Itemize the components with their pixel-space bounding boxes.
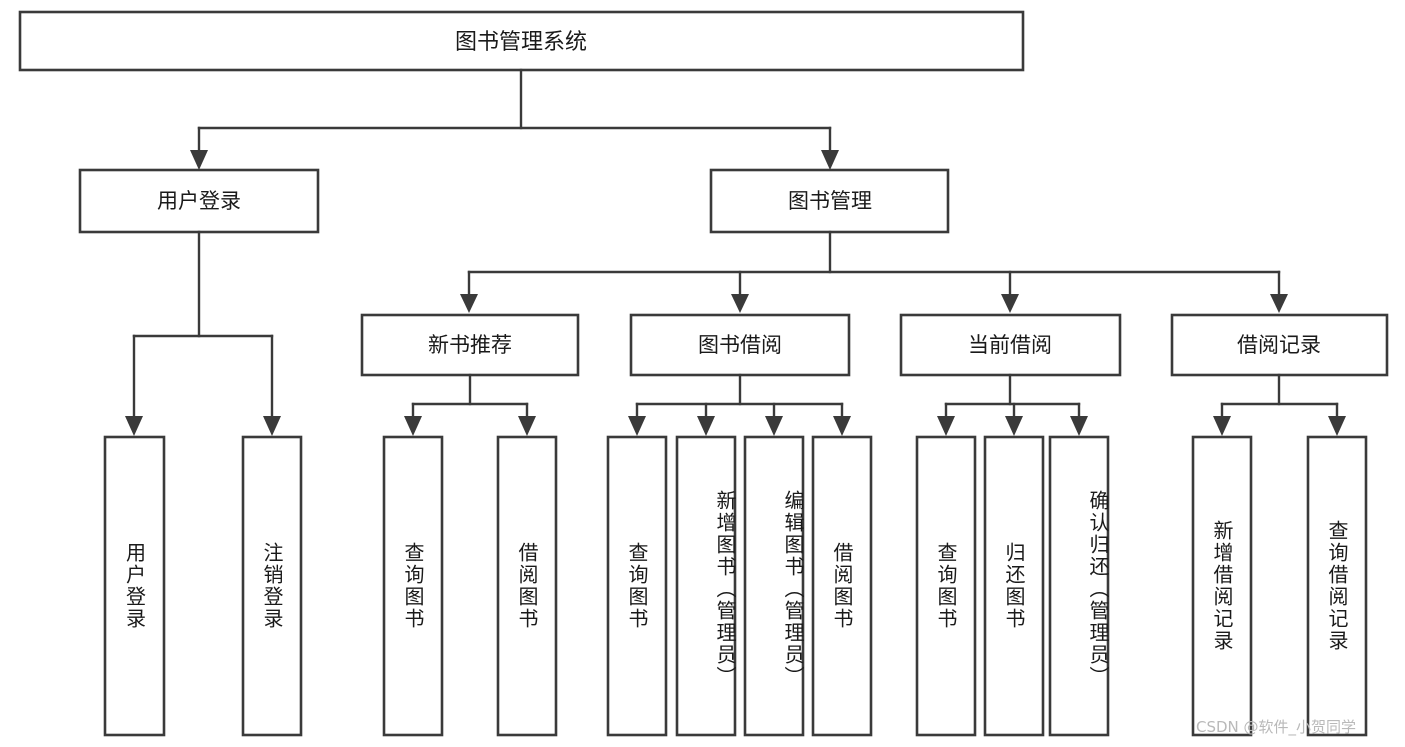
- node-user-login[interactable]: 用户登录: [78, 168, 320, 234]
- connector-user-login-to-leaves: [125, 230, 281, 436]
- node-borrow-record-label: 借阅记录: [1237, 333, 1321, 357]
- node-root-system[interactable]: 图书管理系统: [18, 10, 1025, 72]
- node-book-manage-label: 图书管理: [788, 189, 872, 213]
- node-book-borrow[interactable]: 图书借阅: [629, 313, 851, 377]
- leaf-box-book-borrow-3[interactable]: [811, 435, 873, 737]
- arrowhead-br-1: [1328, 416, 1346, 436]
- arrowhead-cb-1: [1005, 416, 1023, 436]
- arrowhead-current-borrow: [1001, 294, 1019, 313]
- arrowhead-cb-2: [1070, 416, 1088, 436]
- connector-new-book-recommend-to-leaves: [404, 373, 536, 436]
- leaf-box-user-login-1[interactable]: [241, 435, 303, 737]
- leaf-box-borrow-record-0[interactable]: [1191, 435, 1253, 737]
- arrowhead-bb-1: [697, 416, 715, 436]
- arrowhead-borrow-record: [1270, 294, 1288, 313]
- arrowhead-to-book-manage: [821, 150, 839, 170]
- connector-book-manage-to-level3: [460, 230, 1288, 313]
- node-book-manage[interactable]: 图书管理: [709, 168, 950, 234]
- node-new-book-recommend-box[interactable]: [360, 313, 580, 377]
- node-root-system-label: 图书管理系统: [455, 30, 587, 55]
- leaf-box-new-book-1[interactable]: [496, 435, 558, 737]
- arrowhead-leaf-logout: [263, 416, 281, 436]
- node-new-book-recommend[interactable]: 新书推荐: [360, 313, 580, 377]
- node-user-login-label: 用户登录: [157, 189, 241, 213]
- node-book-borrow-label: 图书借阅: [698, 333, 782, 357]
- node-current-borrow[interactable]: 当前借阅: [899, 313, 1122, 377]
- connector-root-to-level2: [190, 68, 839, 170]
- leaf-box-current-borrow-0[interactable]: [915, 435, 977, 737]
- node-new-book-recommend-label: 新书推荐: [428, 333, 512, 357]
- node-book-manage-box[interactable]: [709, 168, 950, 234]
- leaf-box-book-borrow-2[interactable]: [743, 435, 805, 737]
- node-book-borrow-box[interactable]: [629, 313, 851, 377]
- arrowhead-new-book: [460, 294, 478, 313]
- leaf-box-current-borrow-2[interactable]: [1048, 435, 1110, 737]
- leaf-box-current-borrow-1[interactable]: [983, 435, 1045, 737]
- arrowhead-book-borrow: [731, 294, 749, 313]
- arrowhead-nbr-1: [518, 416, 536, 436]
- arrowhead-leaf-user-login: [125, 416, 143, 436]
- connector-book-borrow-to-leaves: [628, 373, 851, 436]
- arrowhead-bb-0: [628, 416, 646, 436]
- csdn-watermark: CSDN @软件_小贺同学: [1196, 718, 1357, 736]
- connector-borrow-record-to-leaves: [1213, 373, 1346, 436]
- node-current-borrow-box[interactable]: [899, 313, 1122, 377]
- arrowhead-bb-2: [765, 416, 783, 436]
- leaf-box-book-borrow-0[interactable]: [606, 435, 668, 737]
- leaf-box-user-login-0[interactable]: [103, 435, 166, 737]
- leaf-box-borrow-record-1[interactable]: [1306, 435, 1368, 737]
- node-current-borrow-label: 当前借阅: [968, 333, 1052, 357]
- arrowhead-bb-3: [833, 416, 851, 436]
- arrowhead-br-0: [1213, 416, 1231, 436]
- node-borrow-record-box[interactable]: [1170, 313, 1389, 377]
- arrowhead-to-user-login: [190, 150, 208, 170]
- leaf-box-new-book-0[interactable]: [382, 435, 444, 737]
- node-borrow-record[interactable]: 借阅记录: [1170, 313, 1389, 377]
- connector-current-borrow-to-leaves: [937, 373, 1088, 436]
- leaf-box-book-borrow-1[interactable]: [675, 435, 737, 737]
- arrowhead-nbr-0: [404, 416, 422, 436]
- arrowhead-cb-0: [937, 416, 955, 436]
- node-root-system-box[interactable]: [18, 10, 1025, 72]
